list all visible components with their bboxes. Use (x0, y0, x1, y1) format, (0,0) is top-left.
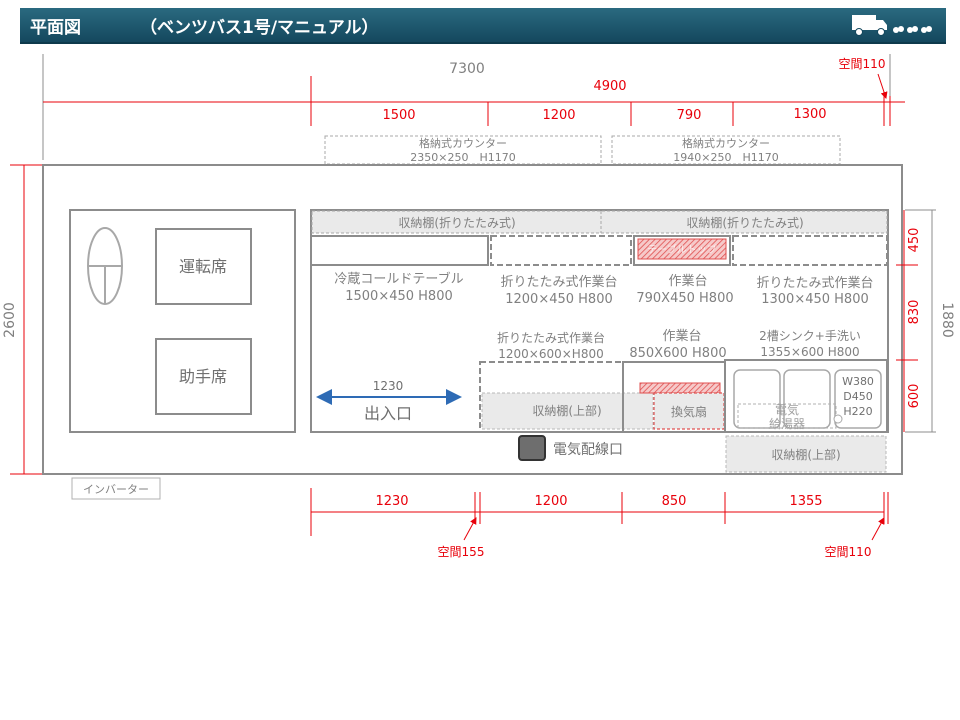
total-width-label: 2600 (2, 302, 18, 338)
cold-table-size: 1500×450 H800 (345, 289, 453, 304)
counter-1-name: 格納式カウンター (419, 136, 507, 150)
hand-wash-basin (834, 369, 882, 429)
bottom-segment-2: 1200 (534, 494, 567, 509)
worktable-850-size: 850X600 H800 (629, 346, 726, 361)
worktable-850-hatch (639, 382, 721, 394)
sink-size: 1355×600 H800 (760, 345, 859, 359)
passenger-seat-label: 助手席 (179, 367, 227, 386)
inverter-box (71, 477, 161, 500)
driver-seat-label: 運転席 (179, 257, 227, 276)
bottom-segment-4: 1355 (789, 494, 822, 509)
sink-name: 2槽シンク+手洗い (759, 329, 861, 343)
right-red-dimensions (896, 210, 918, 432)
right-segment-2: 830 (907, 300, 922, 325)
tabletop-hatch (637, 238, 727, 260)
entrance-width: 1230 (373, 379, 404, 393)
vehicle-outline (42, 164, 903, 475)
sink-dim-d: D450 (843, 390, 872, 403)
cold-table-name: 冷蔵コールドテーブル (334, 271, 463, 287)
foldable-shelf-1: 収納棚(折りたたみ式) (398, 215, 515, 230)
folding-worktable-1-name: 折りたたみ式作業台 (500, 274, 617, 290)
body-length-label: 4900 (593, 79, 626, 94)
steering-wheel-icon (87, 227, 123, 305)
bottom-segment-3: 850 (662, 494, 687, 509)
right-segment-1: 450 (907, 228, 922, 253)
body-length-dimension (43, 76, 905, 126)
folding-worktable-1 (490, 235, 632, 266)
right-segment-3: 600 (907, 384, 922, 409)
water-heater-label-2: 給湯器 (769, 417, 805, 431)
top-gap-arrow (877, 73, 888, 99)
worktable-790 (633, 235, 731, 266)
upper-shelf-1-label: 収納棚(上部) (532, 403, 601, 418)
water-heater-label-1: 電気 (775, 402, 799, 417)
bottom-dimensions (310, 488, 889, 536)
folding-worktable-3 (479, 361, 624, 433)
counter-2-size: 1940×250 H1170 (673, 151, 778, 164)
tabletop-label: テーブルトップ (647, 243, 716, 256)
bottom-gap-left-arrow (463, 517, 477, 541)
entrance-label: 出入口 (364, 404, 412, 423)
bottom-gap-right-arrow (871, 517, 885, 541)
cab-area (69, 209, 296, 433)
top-segment-2: 1200 (542, 108, 575, 123)
cold-table (310, 235, 489, 266)
page-title: 平面図 (30, 18, 81, 38)
top-segment-3: 790 (677, 108, 702, 123)
upper-shelf-2 (725, 435, 887, 473)
electric-outlet-label: 電気配線口 (553, 442, 623, 458)
worktable-790-name: 作業台 (668, 273, 707, 289)
electric-outlet-icon (518, 435, 546, 461)
right-total-label: 1880 (939, 302, 955, 338)
folding-worktable-2-size: 1300×450 H800 (761, 292, 869, 307)
vent-fan (653, 392, 725, 430)
worktable-850-name: 作業台 (662, 328, 701, 344)
folding-worktable-3-size: 1200×600×H800 (498, 347, 603, 361)
truck-icon (852, 15, 932, 36)
counter-2-name: 格納式カウンター (682, 136, 770, 150)
worktable-790-size: 790X450 H800 (636, 291, 733, 306)
folding-worktable-3-name: 折りたたみ式作業台 (497, 330, 605, 345)
inverter-label: インバーター (83, 483, 149, 496)
sink-dim-w: W380 (842, 375, 874, 388)
foldable-shelf-2: 収納棚(折りたたみ式) (686, 215, 803, 230)
counter-1-size: 2350×250 H1170 (410, 151, 515, 164)
sink-dim-h: H220 (843, 405, 872, 418)
header-bar: 平面図 （ベンツバス1号/マニュアル） (20, 8, 946, 44)
foldable-shelf-band (311, 210, 888, 234)
top-segment-1: 1500 (382, 108, 415, 123)
passenger-seat (155, 338, 252, 415)
right-dimensions (905, 209, 936, 433)
driver-seat (155, 228, 252, 305)
bottom-gap-right-label: 空間110 (825, 545, 872, 559)
top-gap-label: 空間110 (839, 57, 886, 71)
folding-worktable-1-size: 1200×450 H800 (505, 292, 613, 307)
folding-worktable-2 (732, 235, 888, 266)
top-segment-4: 1300 (793, 107, 826, 122)
bottom-gap-left-label: 空間155 (438, 545, 485, 559)
upper-shelf-2-label: 収納棚(上部) (771, 447, 840, 462)
sink-unit (724, 359, 888, 433)
folding-worktable-2-name: 折りたたみ式作業台 (756, 275, 873, 291)
total-length-label: 7300 (449, 61, 485, 77)
upper-shelf-1 (481, 392, 654, 430)
vent-fan-label: 換気扇 (671, 404, 707, 419)
heater-outlet-icon (833, 414, 843, 424)
page-subtitle: （ベンツバス1号/マニュアル） (140, 18, 379, 38)
bottom-segment-1: 1230 (375, 494, 408, 509)
total-width-dimension (10, 164, 43, 475)
